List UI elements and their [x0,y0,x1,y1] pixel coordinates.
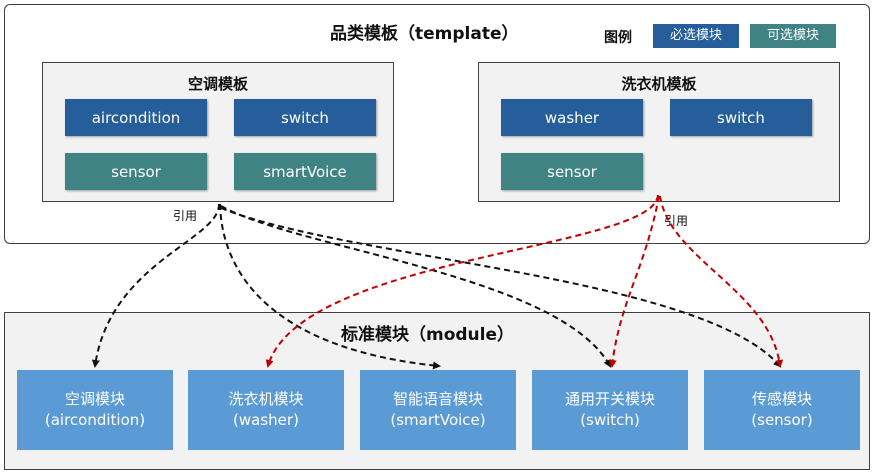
washer-to-switch-arrow [608,195,660,368]
washer-sensor-module: sensor [501,153,643,190]
aircon-sensor-module: sensor [65,153,207,190]
std-module-code: (washer) [233,411,299,429]
module-panel-title: 标准模块（module） [341,325,515,345]
aircon-smartvoice-module: smartVoice [234,153,376,190]
std-module-smartvoice: 智能语音模块 (smartVoice) [360,370,516,450]
template-panel-title: 品类模板（template） [330,24,519,44]
aircon-to-aircondition-arrow [91,203,221,368]
aircon-ref-label: 引用 [173,209,198,223]
aircon-to-smartvoice-arrow [219,203,441,370]
legend-optional: 可选模块 [750,24,836,48]
std-module-name: 智能语音模块 [392,390,483,408]
std-module-name: 通用开关模块 [564,390,655,408]
std-module-code: (sensor) [751,411,813,429]
std-module-washer: 洗衣机模块 (washer) [188,370,344,450]
std-module-switch: 通用开关模块 (switch) [532,370,688,450]
std-module-name: 空调模块 [64,390,125,408]
aircon-to-switch-arrow [220,205,611,368]
washer-template-title: 洗衣机模板 [621,75,697,93]
std-module-aircondition: 空调模块 (aircondition) [17,370,173,450]
legend-required: 必选模块 [653,24,739,48]
washer-to-washer-arrow [265,194,659,368]
washer-washer-module: washer [501,99,643,136]
aircon-template-title: 空调模板 [187,75,248,93]
washer-to-sensor-arrow [659,195,784,368]
std-module-sensor: 传感模块 (sensor) [704,370,860,450]
std-module-code: (smartVoice) [390,411,486,429]
aircon-to-sensor-arrow [220,207,782,368]
std-module-code: (switch) [580,411,640,429]
std-module-name: 传感模块 [751,390,812,408]
aircon-aircondition-module: aircondition [65,99,207,136]
washer-switch-module: switch [670,99,812,136]
std-module-name: 洗衣机模块 [228,390,304,408]
legend-title: 图例 [604,30,632,46]
aircon-switch-module: switch [234,99,376,136]
std-module-code: (aircondition) [44,411,146,429]
